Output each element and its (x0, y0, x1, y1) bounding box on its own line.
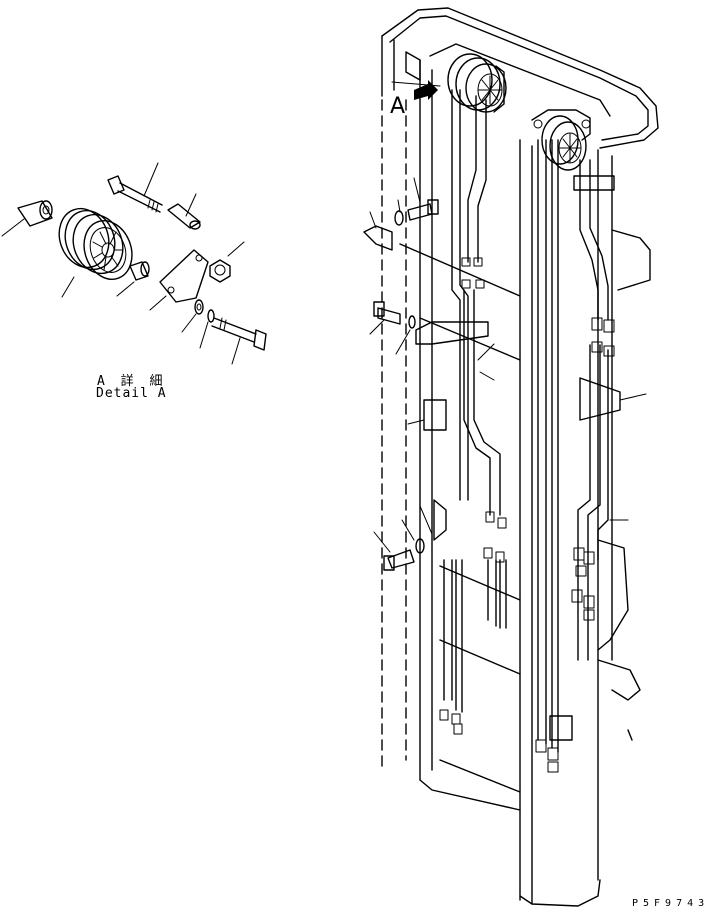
mast-assembly (363, 7, 659, 907)
pulley-wheel-part (58, 207, 133, 298)
spacer-part (167, 193, 201, 230)
hose-center (535, 139, 559, 773)
detail-a-label-en: Detail A (96, 386, 167, 401)
detail-a-label-jp: A 詳 細 (97, 374, 167, 389)
top-pulley (447, 53, 507, 113)
fittings-left (439, 257, 507, 735)
hose-left (443, 89, 507, 713)
hose-clamps (363, 175, 621, 741)
nut-part (209, 241, 245, 283)
bolt-part-top (107, 162, 163, 213)
right-pulley (531, 109, 591, 171)
view-marker-label: A (390, 94, 406, 119)
mast-bolts (373, 199, 439, 571)
detail-a-exploded-view (1, 162, 267, 365)
hose-right (571, 159, 615, 661)
washer-parts (181, 299, 215, 349)
bushing-part (116, 261, 150, 297)
bolt-part-bottom (211, 317, 267, 365)
view-arrow-a (414, 80, 438, 100)
drawing-code: P5F9743 (632, 898, 706, 909)
pin-part (1, 200, 53, 237)
leader-lines (369, 81, 647, 553)
plate-part (149, 249, 209, 311)
